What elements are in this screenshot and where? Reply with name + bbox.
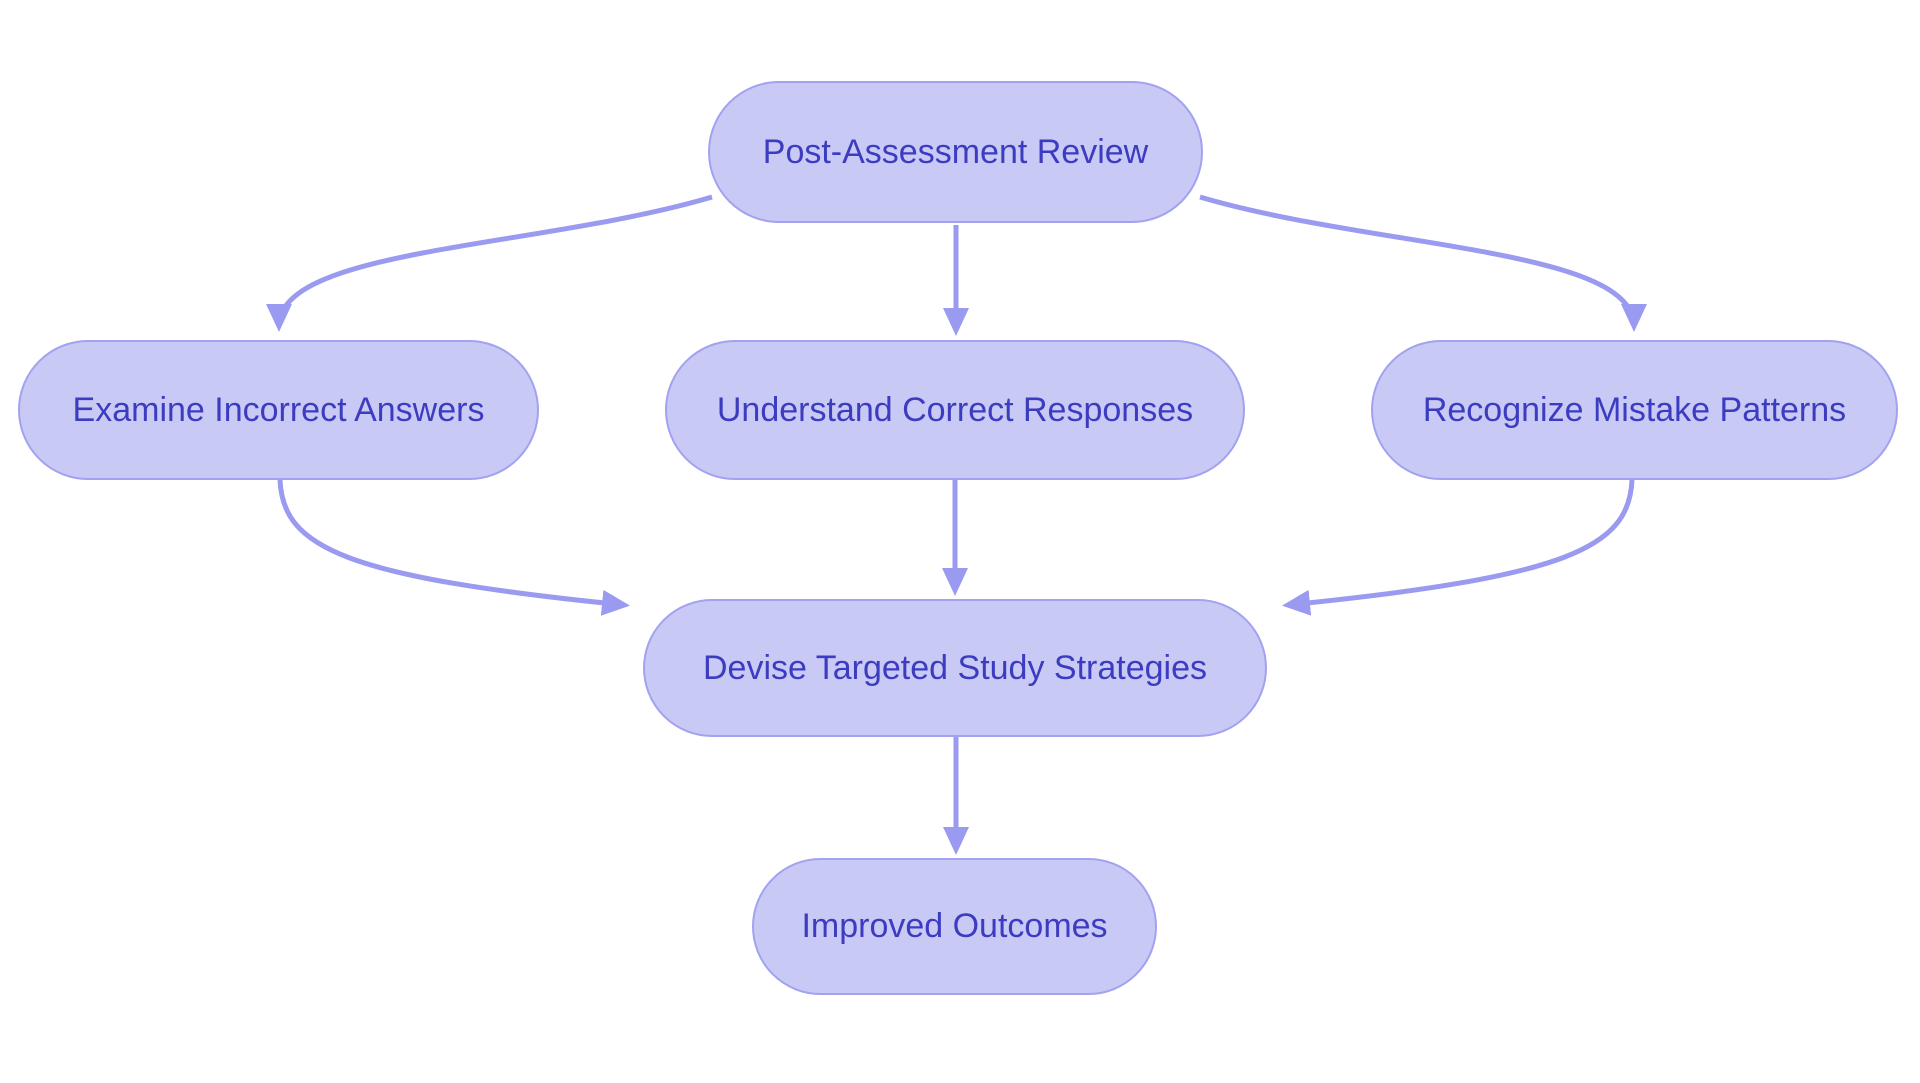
node-recognize-mistake-patterns: Recognize Mistake Patterns — [1371, 340, 1898, 480]
edge-recognize-to-devise — [1282, 479, 1635, 616]
edge-examine-to-devise — [277, 479, 630, 616]
node-label: Improved Outcomes — [801, 907, 1108, 946]
node-understand-correct-responses: Understand Correct Responses — [665, 340, 1245, 480]
node-label: Post-Assessment Review — [762, 132, 1149, 171]
node-label: Examine Incorrect Answers — [72, 390, 485, 429]
node-examine-incorrect-answers: Examine Incorrect Answers — [18, 340, 539, 480]
node-improved-outcomes: Improved Outcomes — [752, 858, 1157, 995]
node-label: Devise Targeted Study Strategies — [703, 648, 1207, 687]
node-label: Understand Correct Responses — [716, 390, 1194, 429]
node-post-assessment-review: Post-Assessment Review — [708, 81, 1203, 223]
edge-review-to-examine — [266, 194, 713, 332]
node-label: Recognize Mistake Patterns — [1422, 390, 1847, 429]
node-devise-targeted-study-strategies: Devise Targeted Study Strategies — [643, 599, 1267, 737]
edge-review-to-recognize — [1199, 194, 1647, 332]
